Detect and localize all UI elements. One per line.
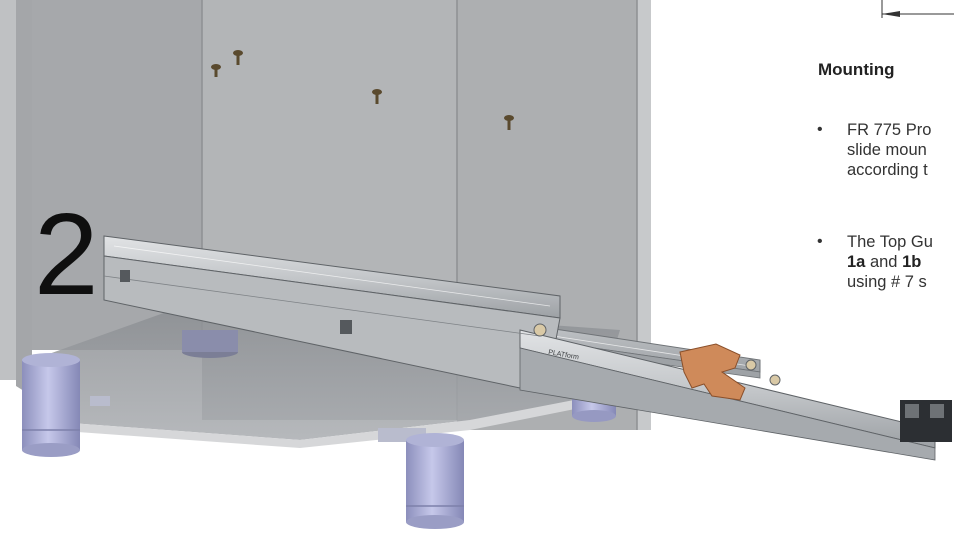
- bullet-line: using # 7 s: [847, 273, 927, 291]
- bullet-line: 1a and 1b: [847, 252, 954, 272]
- screw: [233, 50, 243, 65]
- bullet-dot: •: [817, 121, 823, 138]
- section-heading: Mounting: [818, 60, 895, 79]
- bullet-line-text: and: [865, 253, 903, 271]
- bullet-dot: •: [817, 233, 823, 250]
- bullet-line: slide moun: [847, 141, 927, 159]
- dimension-arrow: [881, 0, 954, 18]
- bullet-line: according t: [847, 161, 928, 179]
- step-number: 2: [34, 189, 99, 319]
- cabinet-left-panel: [0, 0, 32, 396]
- cabinet-leg: [22, 353, 80, 457]
- mounting-screws: [211, 50, 514, 130]
- part-ref-1a: 1a: [847, 253, 866, 271]
- screw: [372, 89, 382, 104]
- orange-bracket: [679, 343, 746, 401]
- cabinet-leg: [406, 433, 464, 529]
- part-ref-1b: 1b: [902, 253, 922, 271]
- rear-bracket: [900, 400, 952, 442]
- screw: [504, 115, 514, 130]
- screw: [211, 64, 221, 77]
- cabinet-leg: [182, 330, 238, 358]
- bullet-line: The Top Gu: [847, 233, 933, 251]
- bullet-line: FR 775 Pro: [847, 121, 932, 139]
